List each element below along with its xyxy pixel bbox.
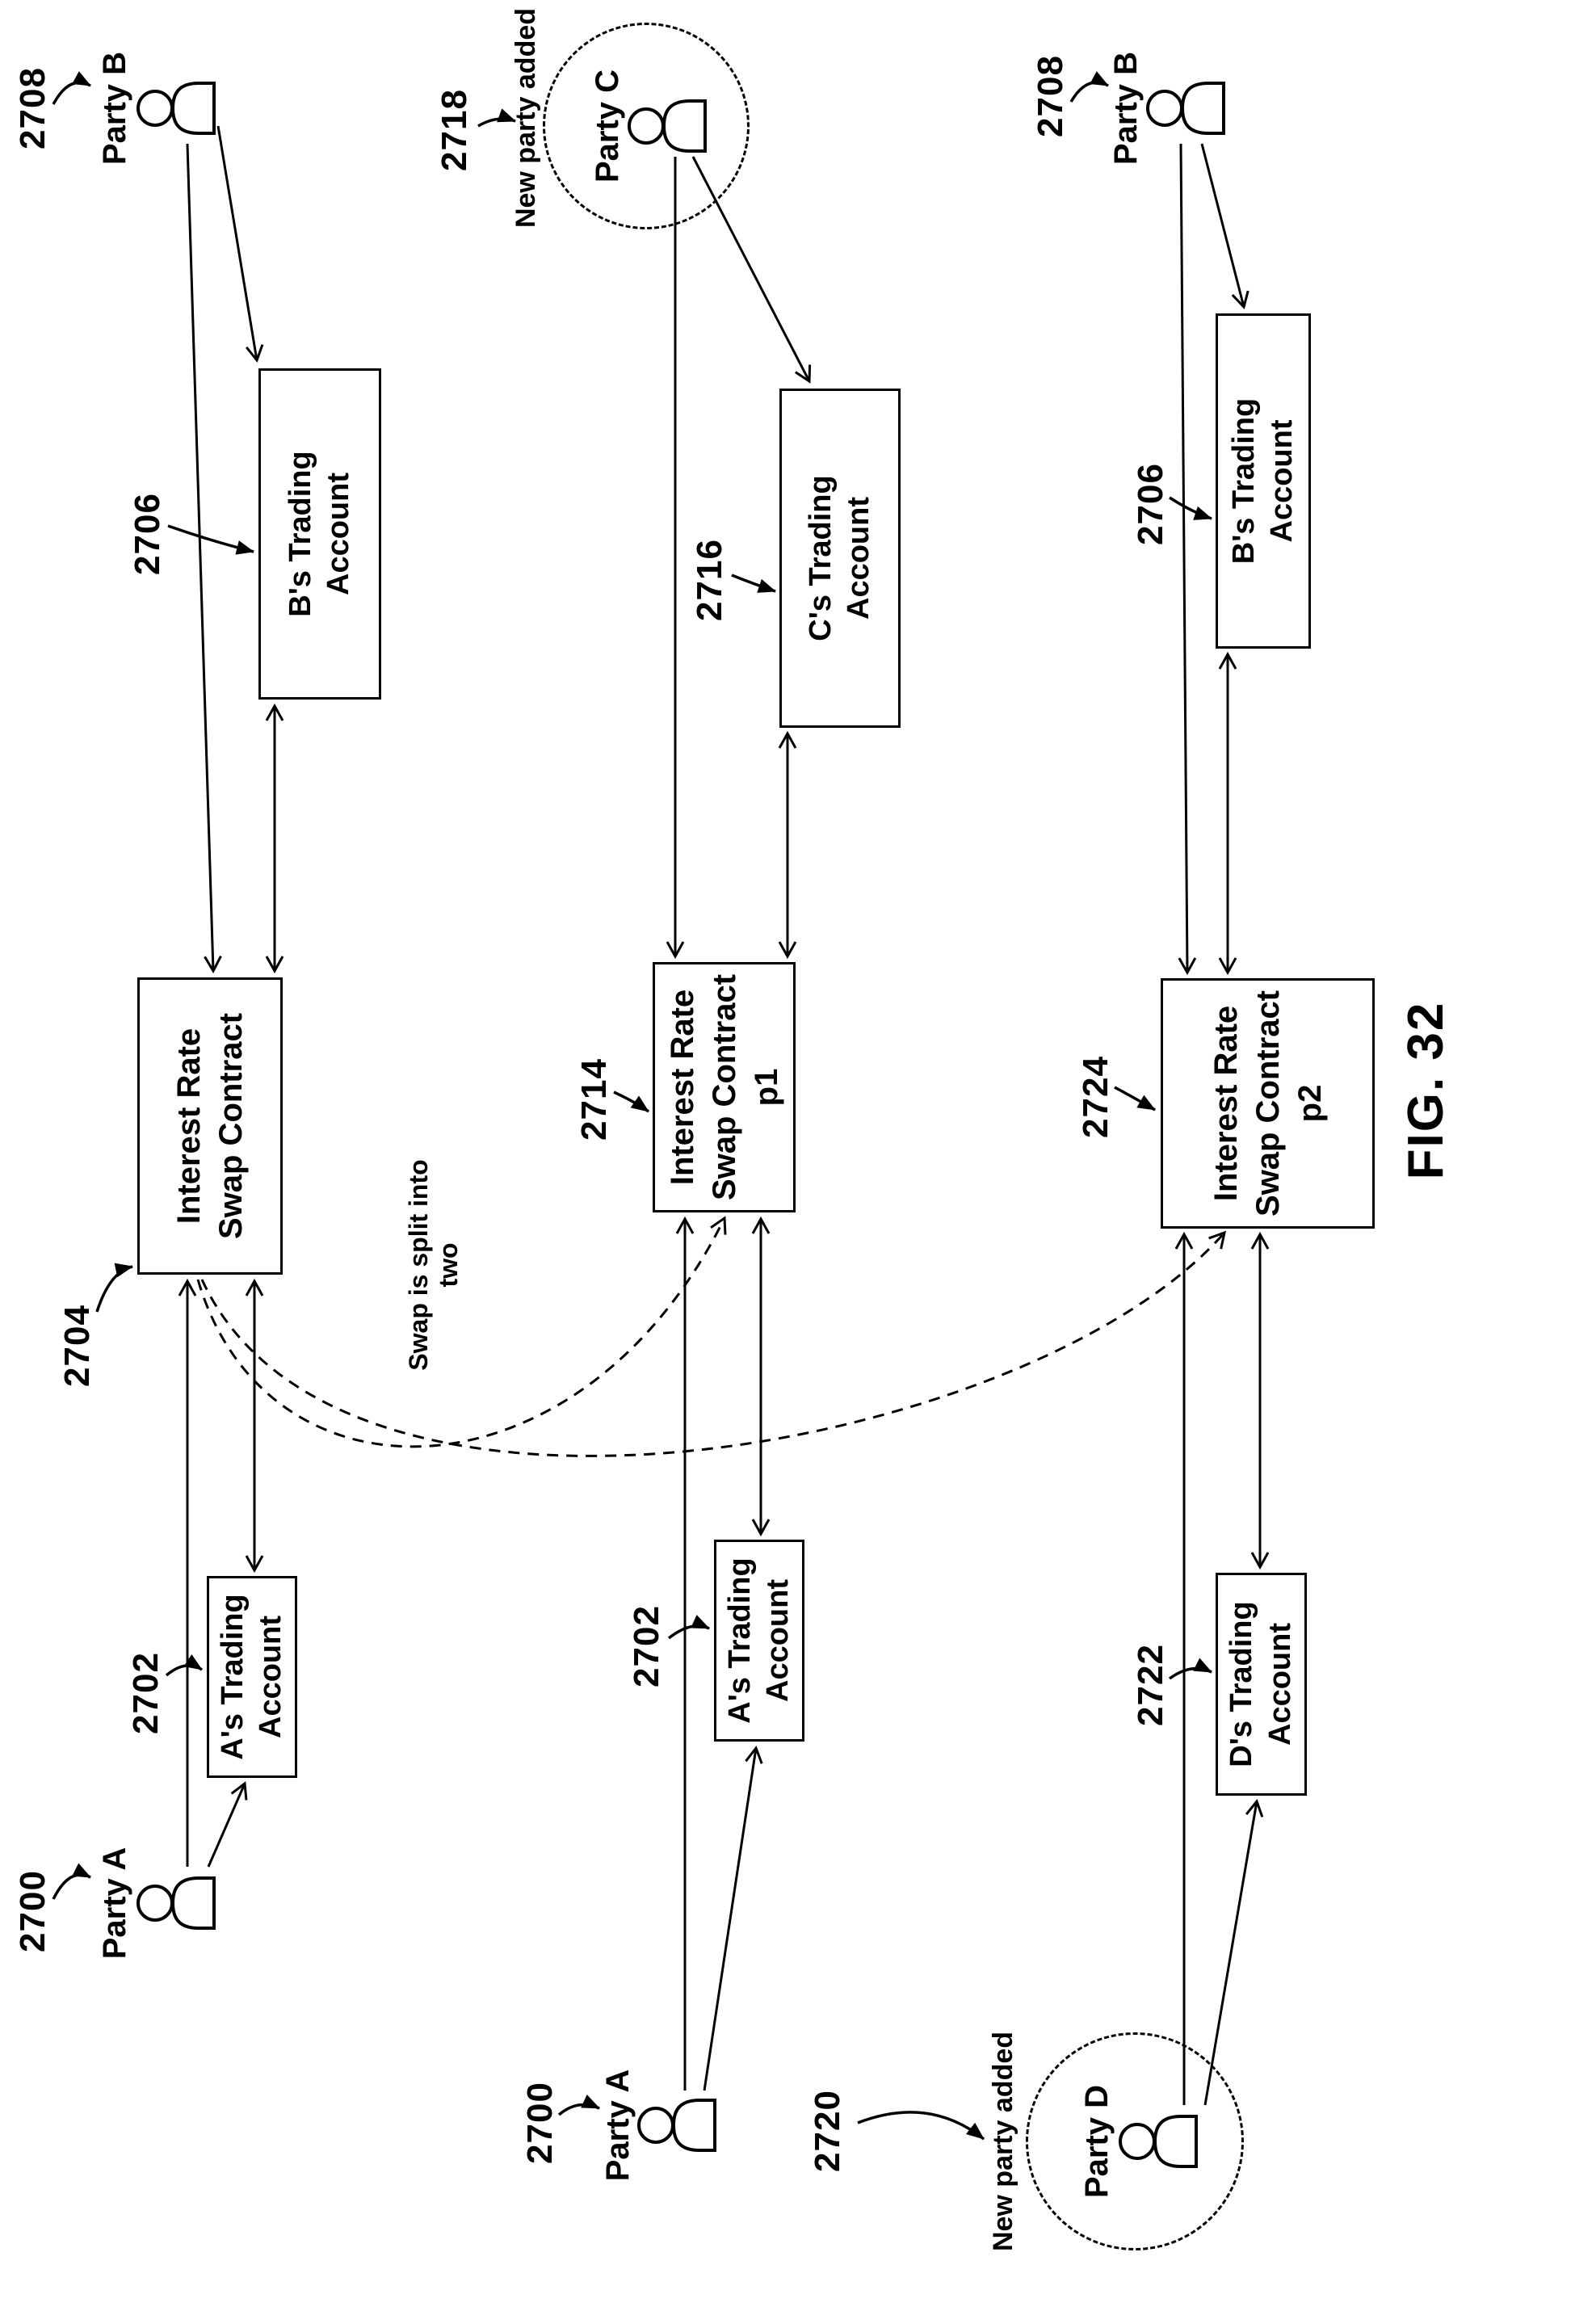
ref-2714-r2: 2714 — [574, 1058, 614, 1141]
ref-2704-arrow-r1 — [95, 1263, 133, 1313]
ref-2706-r1: 2706 — [128, 493, 167, 575]
ref-2708-arrow-r3 — [1069, 71, 1109, 103]
account-a-r2-line1: A's Trading — [722, 1557, 757, 1724]
ref-2702-arrow-r2 — [667, 1615, 710, 1640]
contract-p2-line3: p2 — [1292, 1084, 1328, 1123]
account-d-line1: D's Trading — [1224, 1601, 1258, 1767]
contract-p2-line1: Interest Rate — [1208, 1005, 1244, 1202]
ref-2706-r3: 2706 — [1131, 463, 1170, 545]
swap-split-dashed-arrow-to-p1 — [196, 1216, 727, 1448]
ref-2720-r3: 2720 — [808, 2090, 847, 2172]
ref-2704-r1: 2704 — [57, 1305, 97, 1387]
ref-2708-r3: 2708 — [1031, 55, 1070, 137]
contract-p2-line2: Swap Contract — [1250, 990, 1286, 1217]
new-party-added-note-r2: New party added — [510, 7, 541, 229]
party-c-label-r2: Party C — [590, 69, 625, 183]
r2-party-c-to-account-arrow — [691, 156, 812, 384]
ref-2716-r2: 2716 — [690, 539, 729, 621]
party-a-label-r1: Party A — [97, 1847, 132, 1960]
account-a-line1: A's Trading — [215, 1594, 250, 1760]
ref-2706-arrow-r1 — [167, 524, 254, 555]
ref-2700-r1: 2700 — [13, 1870, 52, 1952]
contract-p1-line3: p1 — [748, 1068, 784, 1107]
ref-2724-arrow-r3 — [1114, 1086, 1156, 1111]
r1-party-a-to-account-arrow — [207, 1781, 248, 1868]
ref-2708-arrow-r1 — [52, 71, 91, 105]
account-c-line1: C's Trading — [803, 475, 838, 641]
r2-party-a-to-account-arrow — [703, 1745, 763, 2091]
ref-2722-r3: 2722 — [1131, 1644, 1170, 1726]
account-d-line2: Account — [1262, 1623, 1297, 1746]
r3-party-d-to-account-arrow — [1203, 1798, 1264, 2106]
person-icon-party-a-r1 — [136, 1871, 216, 1935]
ref-2708-r1: 2708 — [13, 67, 52, 149]
account-box-a-r1: A's Trading Account — [207, 1576, 297, 1778]
ref-2702-arrow-r1 — [165, 1654, 203, 1677]
ref-2722-arrow-r3 — [1168, 1658, 1212, 1680]
account-box-d-r3: D's Trading Account — [1216, 1573, 1307, 1796]
person-icon-party-c-r2 — [627, 94, 708, 158]
ref-2700-arrow-r1 — [52, 1863, 91, 1900]
ref-2714-arrow-r2 — [613, 1090, 650, 1113]
r3-party-b-to-account-arrow — [1200, 143, 1250, 309]
account-b-r3-line2: Account — [1265, 419, 1299, 543]
r1-party-b-to-contract-line — [186, 143, 222, 974]
account-b-r3-line1: B's Trading — [1226, 397, 1261, 565]
contract-box-p1-r2: Interest Rate Swap Contract p1 — [653, 962, 796, 1212]
ref-2724-r3: 2724 — [1076, 1056, 1115, 1138]
account-a-r2-line2: Account — [761, 1579, 795, 1702]
contract-box-r1: Interest Rate Swap Contract — [137, 977, 283, 1275]
ref-2702-r1: 2702 — [126, 1652, 166, 1734]
contract-r1-line2: Swap Contract — [213, 1012, 249, 1240]
party-b-label-r1: Party B — [97, 51, 132, 166]
account-box-c-r2: C's Trading Account — [779, 389, 901, 728]
contract-box-p2-r3: Interest Rate Swap Contract p2 — [1161, 978, 1375, 1229]
account-box-b-r3: B's Trading Account — [1216, 313, 1311, 649]
account-c-line2: Account — [842, 497, 876, 620]
figure-label: FIG. 32 — [1398, 1001, 1454, 1180]
ref-2700-arrow-r2 — [557, 2095, 600, 2116]
ref-2700-r2: 2700 — [520, 2082, 560, 2164]
account-b-line1: B's Trading — [283, 451, 317, 617]
account-b-line2: Account — [321, 473, 355, 595]
contract-r1-line1: Interest Rate — [171, 1027, 207, 1225]
person-icon-party-a-r2 — [636, 2093, 717, 2158]
contract-p1-line1: Interest Rate — [664, 989, 700, 1186]
person-icon-party-b-r3 — [1145, 76, 1226, 141]
r1-party-b-diagonal-arrow — [216, 125, 264, 363]
new-party-added-note-r3: New party added — [988, 2031, 1018, 2252]
ref-2718-arrow-r2 — [477, 108, 516, 128]
party-b-label-r3: Party B — [1108, 51, 1144, 166]
swap-split-dashed-arrow-to-p2 — [200, 1230, 1227, 1457]
account-box-b-r1: B's Trading Account — [258, 368, 381, 700]
account-box-a-r2: A's Trading Account — [714, 1540, 804, 1742]
party-a-label-r2: Party A — [600, 2069, 636, 2182]
ref-2718-r2: 2718 — [435, 89, 474, 171]
party-d-label-r3: Party D — [1079, 2084, 1115, 2199]
swap-split-annotation: Swap is split into two — [404, 1159, 463, 1371]
contract-p1-line2: Swap Contract — [706, 973, 742, 1201]
ref-2716-arrow-r2 — [731, 574, 776, 593]
ref-2720-arrow-r3 — [857, 2111, 985, 2141]
account-a-line2: Account — [254, 1616, 288, 1738]
r3-party-b-to-contract-line — [1178, 143, 1197, 976]
ref-2702-r2: 2702 — [627, 1605, 666, 1687]
person-icon-party-b-r1 — [136, 76, 216, 141]
person-icon-party-d-r3 — [1118, 2109, 1199, 2174]
ref-2706-arrow-r3 — [1169, 496, 1212, 520]
